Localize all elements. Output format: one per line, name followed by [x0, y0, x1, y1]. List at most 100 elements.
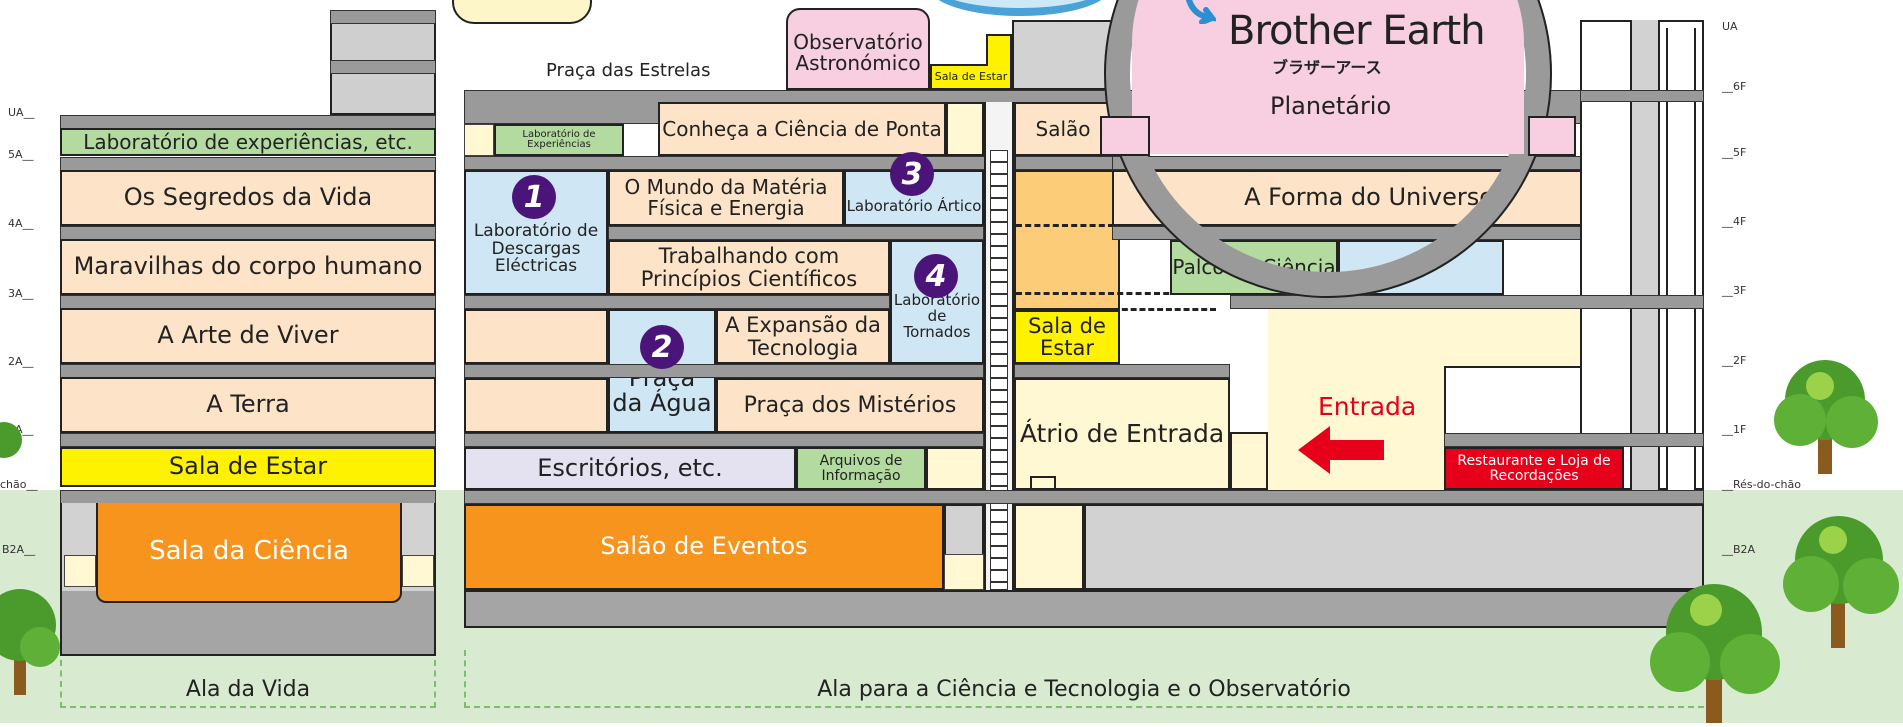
floor-label-right: __3F	[1722, 284, 1747, 297]
basement-floor	[464, 590, 1704, 628]
salon: Salão	[1014, 102, 1112, 156]
marker-1: 1	[512, 175, 556, 219]
slab	[330, 10, 436, 24]
slab	[1230, 295, 1704, 309]
floor-label-left: 4A__	[8, 217, 34, 230]
science-hall: Sala da Ciência	[96, 503, 402, 603]
floor-label-right: __5F	[1722, 146, 1747, 159]
science-wing-bracket	[464, 650, 1704, 708]
life-secrets: Os Segredos da Vida	[60, 170, 436, 226]
life-body: Maravilhas do corpo humano	[60, 239, 436, 295]
cream-block	[64, 555, 96, 587]
cream-block	[1014, 504, 1084, 590]
slab	[60, 295, 436, 309]
cream-block	[1230, 432, 1268, 490]
slab	[1580, 90, 1704, 102]
blue-arc-decoration	[930, 0, 1110, 16]
floor-label-left: 5A__	[8, 148, 34, 161]
blue-arrow-icon	[1185, 0, 1219, 25]
dome-subtitle: ブラザーアース	[1272, 58, 1382, 77]
floor-label-right: __1F	[1722, 423, 1747, 436]
slab	[60, 157, 436, 171]
dome-wing-left	[1100, 116, 1150, 156]
slab	[330, 60, 436, 74]
obs-lounge: Sala de Estar	[930, 64, 1012, 90]
plaza-stars: Praça das Estrelas	[546, 60, 711, 81]
slab	[464, 364, 984, 378]
basement-right	[1084, 504, 1704, 590]
slab	[1014, 364, 1230, 378]
dashed-line	[1016, 292, 1206, 295]
slab	[60, 433, 436, 447]
mysteries: Praça dos Mistérios	[716, 378, 984, 433]
tree-icon	[1760, 350, 1890, 480]
tree-icon	[0, 575, 60, 695]
science-wing-label: Ala para a Ciência e Tecnologia e o Obse…	[817, 677, 1351, 703]
slab	[464, 295, 890, 309]
entrance-arrow-icon	[1296, 424, 1386, 476]
ground-slab	[464, 490, 1704, 504]
observatory: Observatório Astronómico	[786, 8, 930, 90]
slab	[60, 490, 436, 504]
floor-label-left: UA__	[8, 106, 35, 119]
floor-label-right: __Rés-do-chão	[1722, 478, 1801, 491]
slab	[464, 433, 984, 447]
slab	[608, 226, 984, 240]
floor-label-left: B2A__	[2, 543, 36, 556]
tree-icon	[1775, 500, 1903, 650]
obs-lounge-top	[986, 34, 1012, 66]
peach-block	[464, 378, 608, 433]
slab	[60, 115, 436, 129]
offices: Escritórios, etc.	[464, 447, 796, 490]
dome-caption: Planetário	[1270, 92, 1392, 120]
floor-label-right: __2F	[1722, 354, 1747, 367]
life-wing-label: Ala da Vida	[185, 677, 311, 703]
floor-label-left: chão__	[0, 478, 38, 491]
marker-2: 2	[640, 325, 684, 369]
slab	[1444, 433, 1704, 447]
cloud-decoration	[452, 0, 592, 24]
right-tower-col	[1666, 28, 1696, 490]
cream-block	[402, 555, 434, 587]
atrium: Átrio de Entrada	[1014, 378, 1230, 490]
cream-block	[464, 124, 494, 156]
working: Trabalhando com Princípios Científicos	[608, 240, 890, 295]
floor-label-right: __4F	[1722, 215, 1747, 228]
life-earth: A Terra	[60, 377, 436, 433]
floor-label-left: 2A__	[8, 355, 34, 368]
tree-icon	[1640, 570, 1790, 723]
floor-label-right: UA	[1722, 20, 1738, 33]
matter: O Mundo da Matéria Física e Energia	[608, 170, 844, 226]
entrance-label: Entrada	[1318, 392, 1417, 421]
life-lab: Laboratório de experiências, etc.	[60, 128, 436, 156]
life-wing-bracket	[60, 660, 436, 708]
life-living: A Arte de Viver	[60, 308, 436, 364]
dome-title: Brother Earth	[1228, 8, 1486, 54]
slab	[60, 226, 436, 240]
dashed-line	[1016, 224, 1160, 227]
tech-expansion: A Expansão da Tecnologia	[716, 309, 890, 364]
ladder	[990, 150, 1008, 590]
archives: Arquivos de Informação	[796, 447, 926, 490]
dashed-line	[1016, 308, 1216, 311]
small-door	[1030, 476, 1056, 490]
discharge-lab: Laboratório de Descargas Eléctricas	[464, 170, 608, 295]
cream-block	[946, 102, 984, 156]
floor-label-left: 3A__	[8, 287, 34, 300]
marker-3: 3	[890, 152, 934, 196]
dome-wing-right	[1528, 116, 1576, 156]
life-lounge: Sala de Estar	[60, 447, 436, 487]
cutting-edge: Conheça a Ciência de Ponta	[658, 102, 946, 156]
floor-label-right: __6F	[1722, 80, 1747, 93]
exp-lab-small: Laboratório de Experiências	[494, 124, 624, 156]
marker-4: 4	[914, 254, 958, 298]
slab	[60, 364, 436, 378]
tree-icon	[0, 410, 22, 470]
obs-gray	[1012, 20, 1122, 90]
peach-block	[464, 309, 608, 364]
events-hall: Salão de Eventos	[464, 504, 944, 590]
cream-block	[944, 554, 984, 590]
orange-column	[1014, 170, 1120, 310]
lounge-2: Sala de Estar	[1014, 310, 1120, 364]
